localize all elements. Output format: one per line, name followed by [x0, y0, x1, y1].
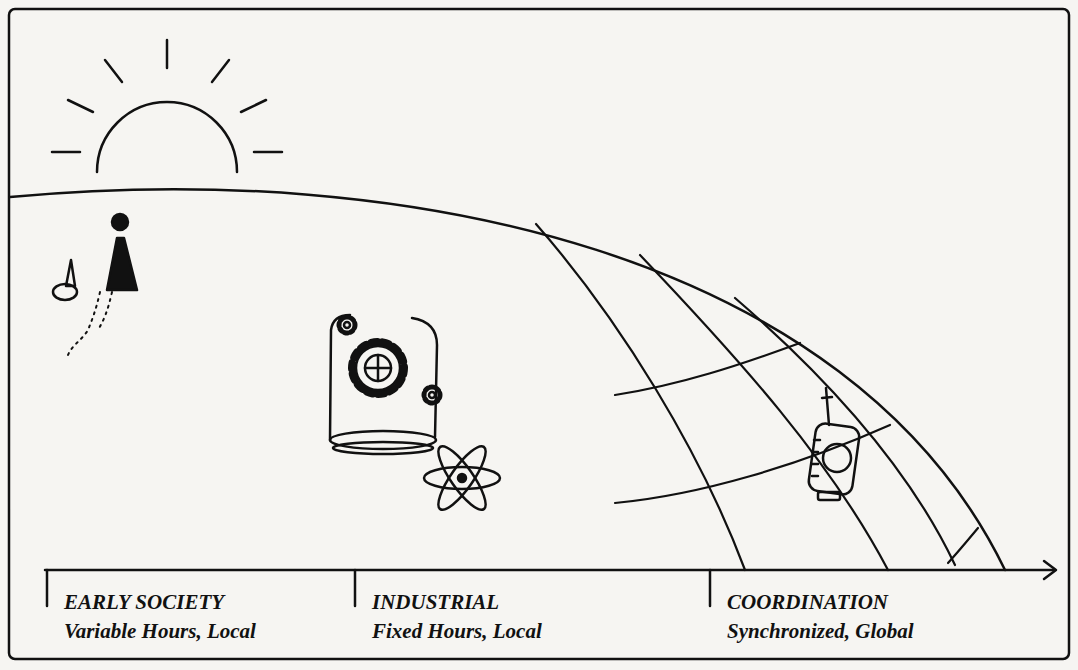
sundial-symbol — [53, 260, 77, 300]
gear-jar-symbol — [330, 315, 440, 454]
era-title: EARLY SOCIETY — [64, 590, 224, 614]
era-subtitle: Fixed Hours, Local — [372, 619, 542, 643]
frame — [9, 9, 1069, 659]
era-title: COORDINATION — [727, 590, 888, 614]
era-subtitle: Variable Hours, Local — [64, 619, 256, 643]
era-subtitle: Synchronized, Global — [727, 619, 914, 643]
globe-grid — [536, 224, 978, 570]
atom-symbol — [424, 441, 500, 516]
globe-horizon — [10, 189, 1005, 570]
era-title: INDUSTRIAL — [372, 590, 499, 614]
sun-symbol — [52, 40, 282, 172]
person-figure — [68, 214, 137, 355]
radio-symbol — [807, 388, 860, 500]
